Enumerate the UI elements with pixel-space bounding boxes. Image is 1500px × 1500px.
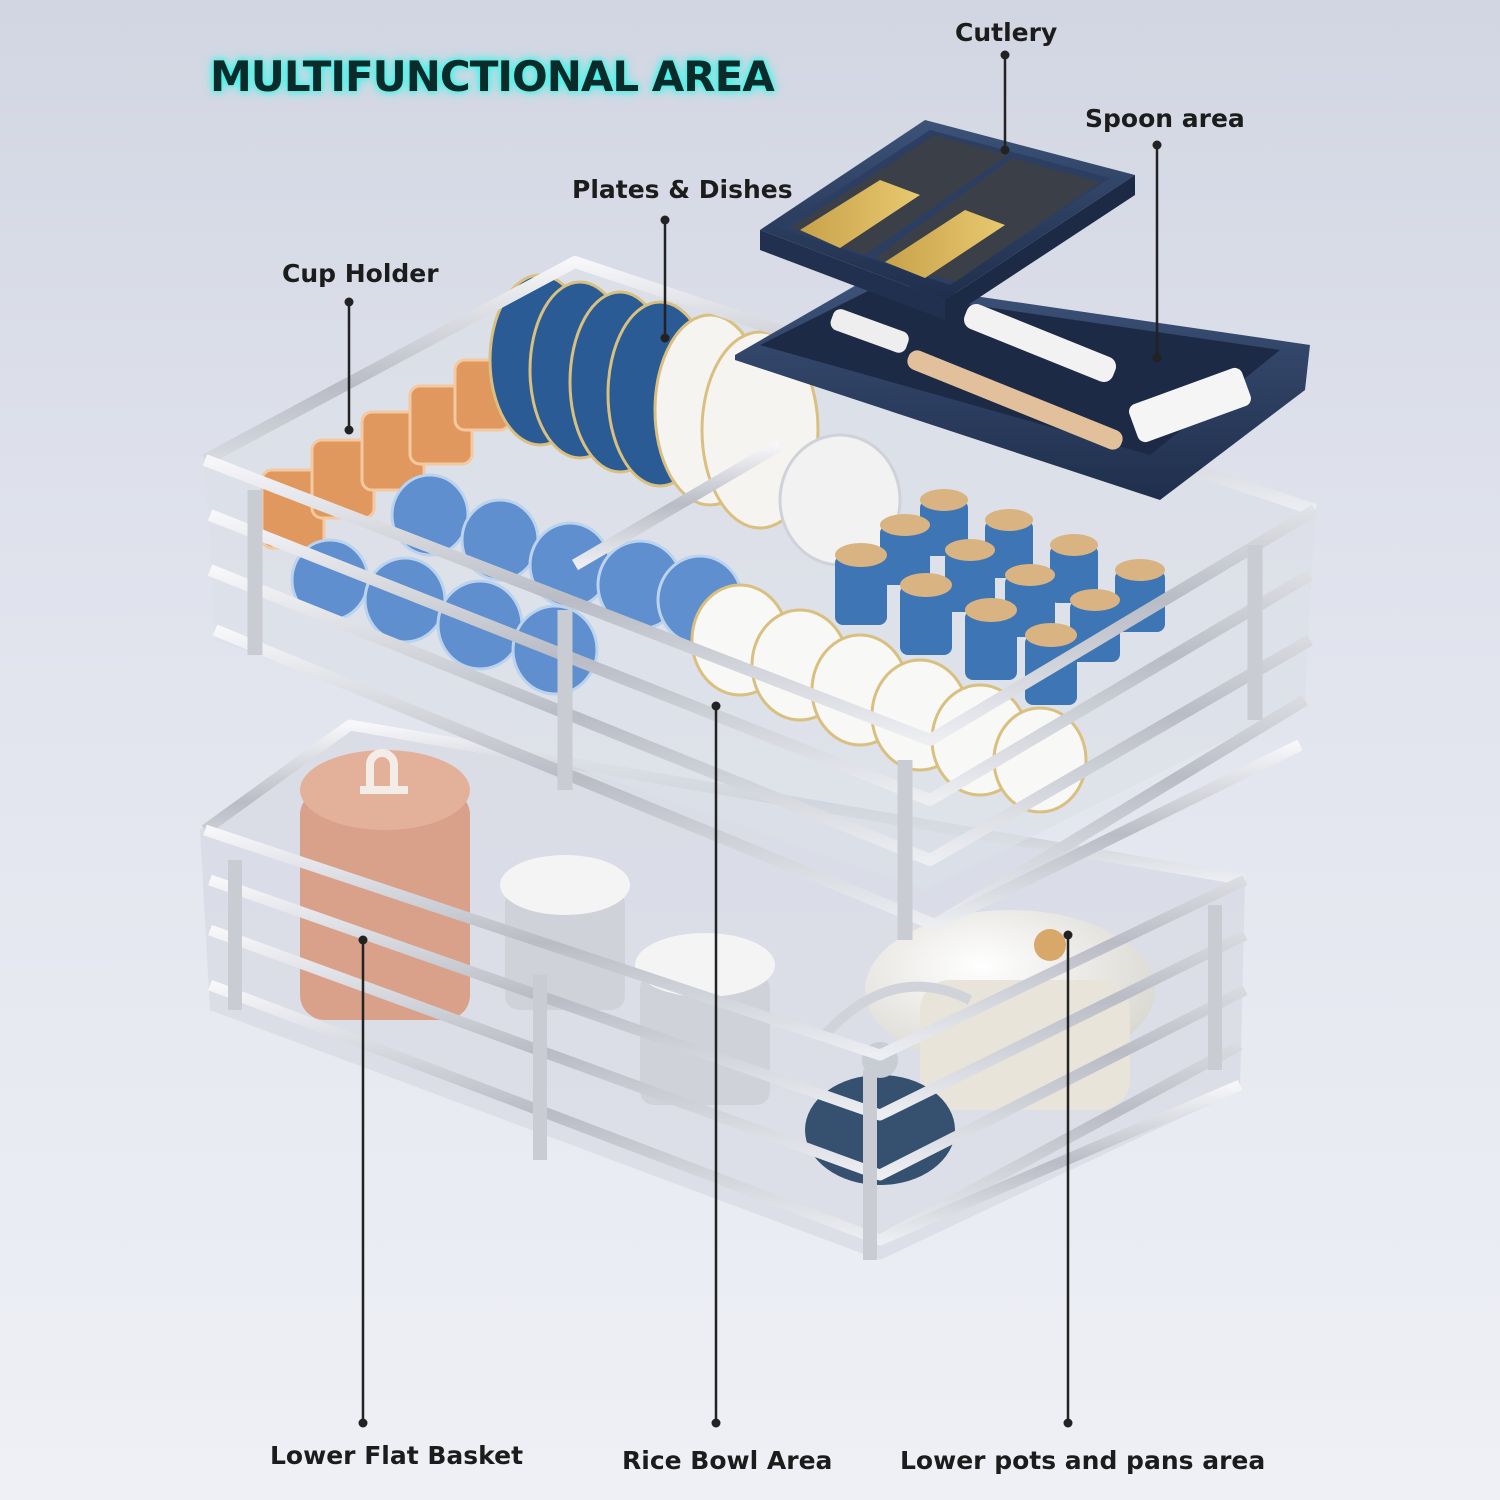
cutlery-tray xyxy=(760,120,1135,320)
label-spoon-area: Spoon area xyxy=(1085,104,1245,133)
blue-mugs xyxy=(835,489,1165,705)
navy-plates xyxy=(488,273,902,567)
pink-canister-body xyxy=(300,790,470,1020)
callout-dots xyxy=(344,50,1162,1428)
upper-basket xyxy=(202,256,1319,940)
label-cup-holder: Cup Holder xyxy=(282,259,439,288)
label-lower-pots-pans: Lower pots and pans area xyxy=(900,1446,1266,1475)
callout-lines xyxy=(347,55,1159,1423)
label-cutlery: Cutlery xyxy=(955,18,1058,47)
label-plates-dishes: Plates & Dishes xyxy=(572,175,793,204)
white-bowls xyxy=(690,583,1088,814)
label-rice-bowl-area: Rice Bowl Area xyxy=(622,1446,833,1475)
spoon-tray xyxy=(735,280,1310,500)
page-title: MULTIFUNCTIONAL AREA xyxy=(210,52,775,101)
label-lower-flat-basket: Lower Flat Basket xyxy=(270,1441,524,1470)
